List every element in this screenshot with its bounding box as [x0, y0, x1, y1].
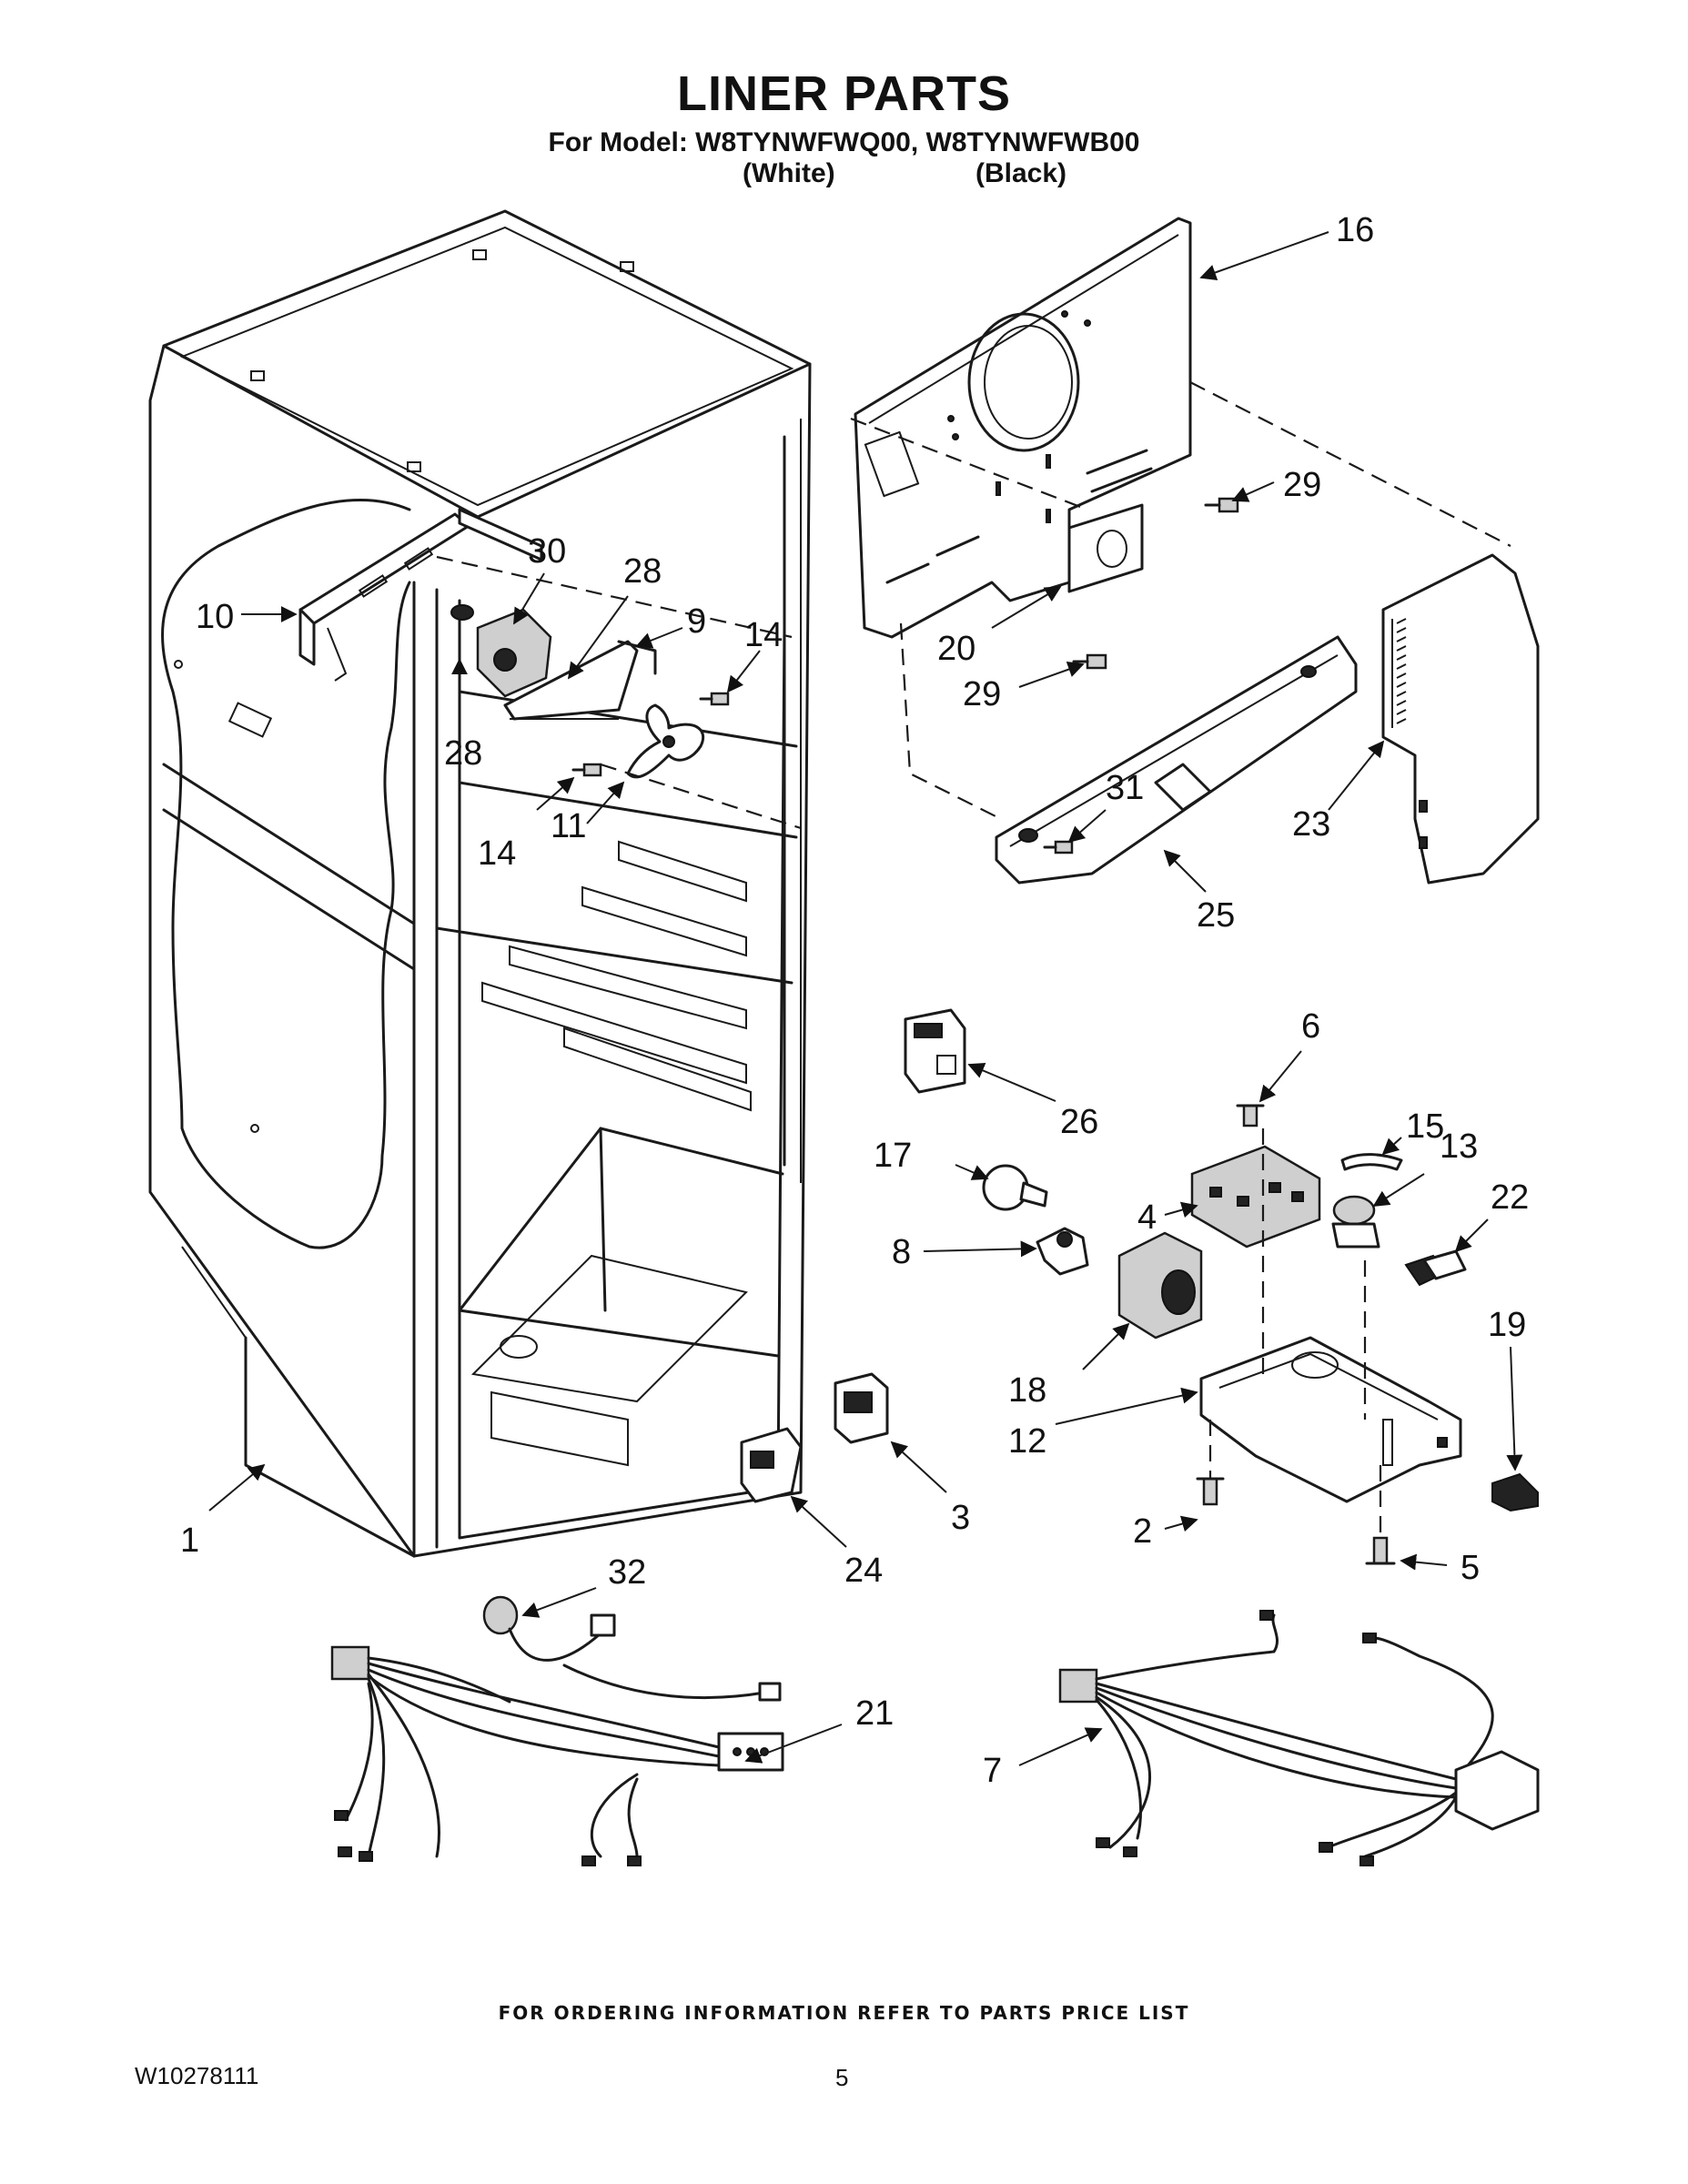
variant-black-label: (Black)	[975, 158, 1067, 188]
page-title: LINER PARTS	[676, 66, 1011, 121]
callout-arrow-17	[955, 1164, 989, 1180]
callout-arrow-9	[635, 627, 683, 649]
callout-arrow-25	[1163, 849, 1207, 893]
callout-arrow-3	[890, 1441, 947, 1493]
callout-arrow-13	[1372, 1173, 1425, 1207]
callout-29a: 29	[1283, 466, 1321, 504]
refrigerator-liner-drawing	[148, 209, 812, 1558]
callout-arrow-19	[1506, 1346, 1523, 1471]
callout-arrow-21	[744, 1724, 843, 1764]
callout-12: 12	[1008, 1422, 1046, 1461]
callout-arrow-31	[1067, 809, 1107, 844]
model-subtitle: For Model: W8TYNWFWQ00, W8TYNWFWB00	[548, 127, 1140, 157]
callout-10: 10	[196, 598, 234, 636]
evaporator-cover-panel-drawing	[850, 217, 1511, 820]
air-duct-drawing	[995, 635, 1358, 885]
callout-arrow-16	[1199, 231, 1329, 281]
callout-19: 19	[1488, 1306, 1526, 1344]
variant-white-label: (White)	[743, 158, 835, 188]
callout-arrow-29a	[1231, 481, 1275, 502]
callout-23: 23	[1292, 805, 1330, 844]
callout-numbers: 16 29 30 28 10 9 14 20 29 28 31 23 14 11…	[180, 211, 1529, 1790]
callout-26: 26	[1060, 1103, 1098, 1141]
callout-1: 1	[180, 1522, 199, 1560]
callout-arrow-32	[521, 1587, 597, 1618]
callout-5: 5	[1461, 1549, 1480, 1587]
ordering-info-note: FOR ORDERING INFORMATION REFER TO PARTS …	[498, 2002, 1190, 2024]
wire-harness-7-drawing	[1058, 1610, 1540, 1866]
callout-7: 7	[983, 1752, 1002, 1790]
callout-arrow-26	[967, 1062, 1056, 1102]
callout-arrow-20	[991, 586, 1062, 629]
callout-arrow-5	[1400, 1553, 1448, 1571]
callout-24: 24	[844, 1552, 883, 1590]
callout-arrow-2	[1164, 1515, 1198, 1532]
callout-31: 31	[1106, 769, 1144, 807]
small-parts-drawing	[740, 1008, 1539, 1565]
callout-arrow-23	[1328, 740, 1385, 811]
callout-arrow-1	[208, 1463, 266, 1512]
callout-arrow-28a	[567, 595, 629, 680]
document-number: W10278111	[135, 2062, 259, 2089]
callout-30: 30	[528, 532, 566, 571]
callout-21: 21	[855, 1694, 894, 1733]
callout-arrow-12	[1055, 1387, 1198, 1425]
callout-arrow-14a	[726, 650, 761, 693]
callout-arrow-29b	[1018, 661, 1085, 688]
callout-29b: 29	[963, 675, 1001, 713]
callout-arrow-30	[513, 572, 545, 625]
callout-18: 18	[1008, 1371, 1046, 1410]
callout-arrow-11	[586, 781, 625, 824]
callout-13: 13	[1440, 1127, 1478, 1166]
callout-arrow-4	[1164, 1201, 1198, 1218]
control-housing-drawing	[1381, 553, 1540, 885]
callout-22: 22	[1491, 1178, 1529, 1217]
callout-15: 15	[1406, 1107, 1444, 1146]
callout-arrow-6	[1258, 1050, 1302, 1103]
callout-8: 8	[892, 1233, 911, 1271]
callout-3: 3	[951, 1499, 970, 1537]
callout-4: 4	[1137, 1198, 1157, 1237]
callout-14b: 14	[478, 834, 516, 873]
callout-25: 25	[1197, 896, 1235, 935]
callout-arrows	[208, 231, 1523, 1766]
callout-11: 11	[551, 807, 586, 845]
callout-17: 17	[874, 1137, 912, 1175]
callout-arrow-7	[1018, 1727, 1103, 1766]
wire-harness-21-drawing	[330, 1595, 784, 1866]
callout-9: 9	[687, 602, 706, 641]
fan-bracket-assembly-drawing	[298, 508, 802, 830]
callout-14a: 14	[744, 616, 783, 654]
callout-arrow-8	[923, 1240, 1037, 1258]
callout-6: 6	[1301, 1007, 1320, 1046]
callout-arrow-22	[1454, 1218, 1489, 1253]
callout-20: 20	[937, 630, 975, 668]
callout-32: 32	[608, 1553, 646, 1592]
callout-arrow-14b	[536, 776, 575, 811]
callout-16: 16	[1336, 211, 1374, 249]
callout-arrow-18	[1082, 1322, 1130, 1370]
callout-arrow-15	[1381, 1137, 1402, 1156]
callout-arrow-24	[790, 1495, 847, 1548]
callout-28a: 28	[623, 552, 662, 591]
callout-2: 2	[1133, 1512, 1152, 1551]
page-number: 5	[835, 2064, 849, 2091]
callout-28b: 28	[444, 734, 482, 773]
